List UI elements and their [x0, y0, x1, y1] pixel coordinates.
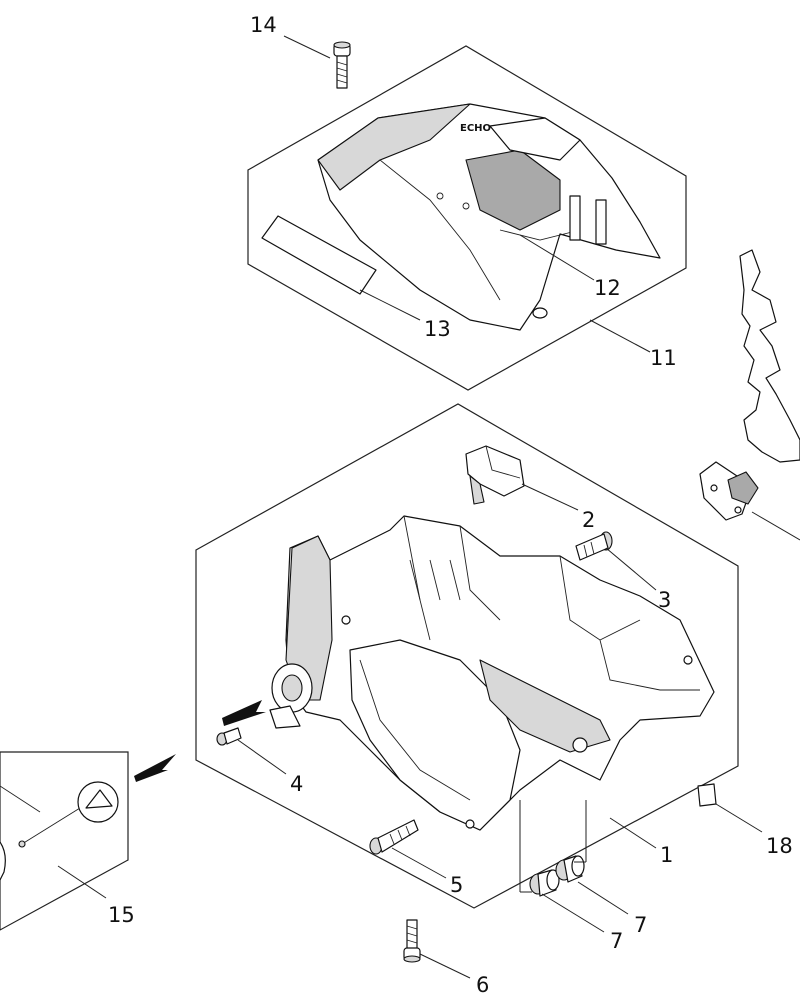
leader-11 [589, 319, 651, 353]
callout-5: 5 [450, 873, 463, 897]
part-4-bolt [216, 727, 242, 746]
pointer-arrow-15 [134, 754, 176, 782]
part-1-crankcase [269, 515, 715, 831]
part-18-square [697, 783, 717, 807]
callout-6: 6 [476, 973, 489, 997]
leader-12 [519, 234, 595, 281]
callout-18: 18 [766, 834, 793, 858]
bracket-part [699, 461, 800, 541]
callout-12: 12 [594, 276, 621, 300]
callout-14: 14 [250, 13, 277, 37]
leader-18 [715, 803, 763, 833]
part-15-pin-tool [0, 781, 119, 881]
leader-1 [609, 817, 657, 849]
callout-4: 4 [290, 772, 303, 796]
part-6-screw [403, 919, 421, 963]
cover-group-frame [247, 45, 687, 391]
callout-11: 11 [650, 346, 677, 370]
part-2-mount [465, 445, 525, 505]
leader-2 [521, 483, 579, 511]
leader-4 [237, 739, 287, 775]
pointer-arrow-crankcase [222, 700, 266, 726]
crankcase-group-frame [195, 403, 739, 909]
part-13-label [261, 215, 377, 295]
part-11-top-cover: ECHO [317, 103, 661, 331]
part-7-damper-b [555, 855, 585, 883]
cover-logo-text: ECHO [460, 123, 491, 134]
callout-2: 2 [582, 508, 595, 532]
leader-7a [541, 893, 605, 933]
part-7-damper-a [529, 869, 560, 897]
part-3-bolt [575, 531, 613, 561]
part-15-frame [0, 751, 129, 931]
leader-5 [391, 847, 447, 879]
leader-3 [605, 547, 657, 591]
callout-13: 13 [424, 317, 451, 341]
handguard-part [739, 249, 800, 463]
part-5-bolt [369, 819, 419, 855]
leader-6 [419, 953, 471, 979]
callout-15: 15 [108, 903, 135, 927]
leader-7b [577, 881, 629, 915]
callout-3: 3 [658, 588, 671, 612]
callout-1: 1 [660, 843, 673, 867]
callout-7a: 7 [610, 929, 623, 953]
leader-13 [359, 289, 421, 321]
leader-14 [283, 35, 331, 59]
part-14-screw [333, 41, 351, 89]
leader-15 [57, 865, 107, 899]
leader-7-bracket [519, 800, 587, 893]
callout-7b: 7 [634, 913, 647, 937]
